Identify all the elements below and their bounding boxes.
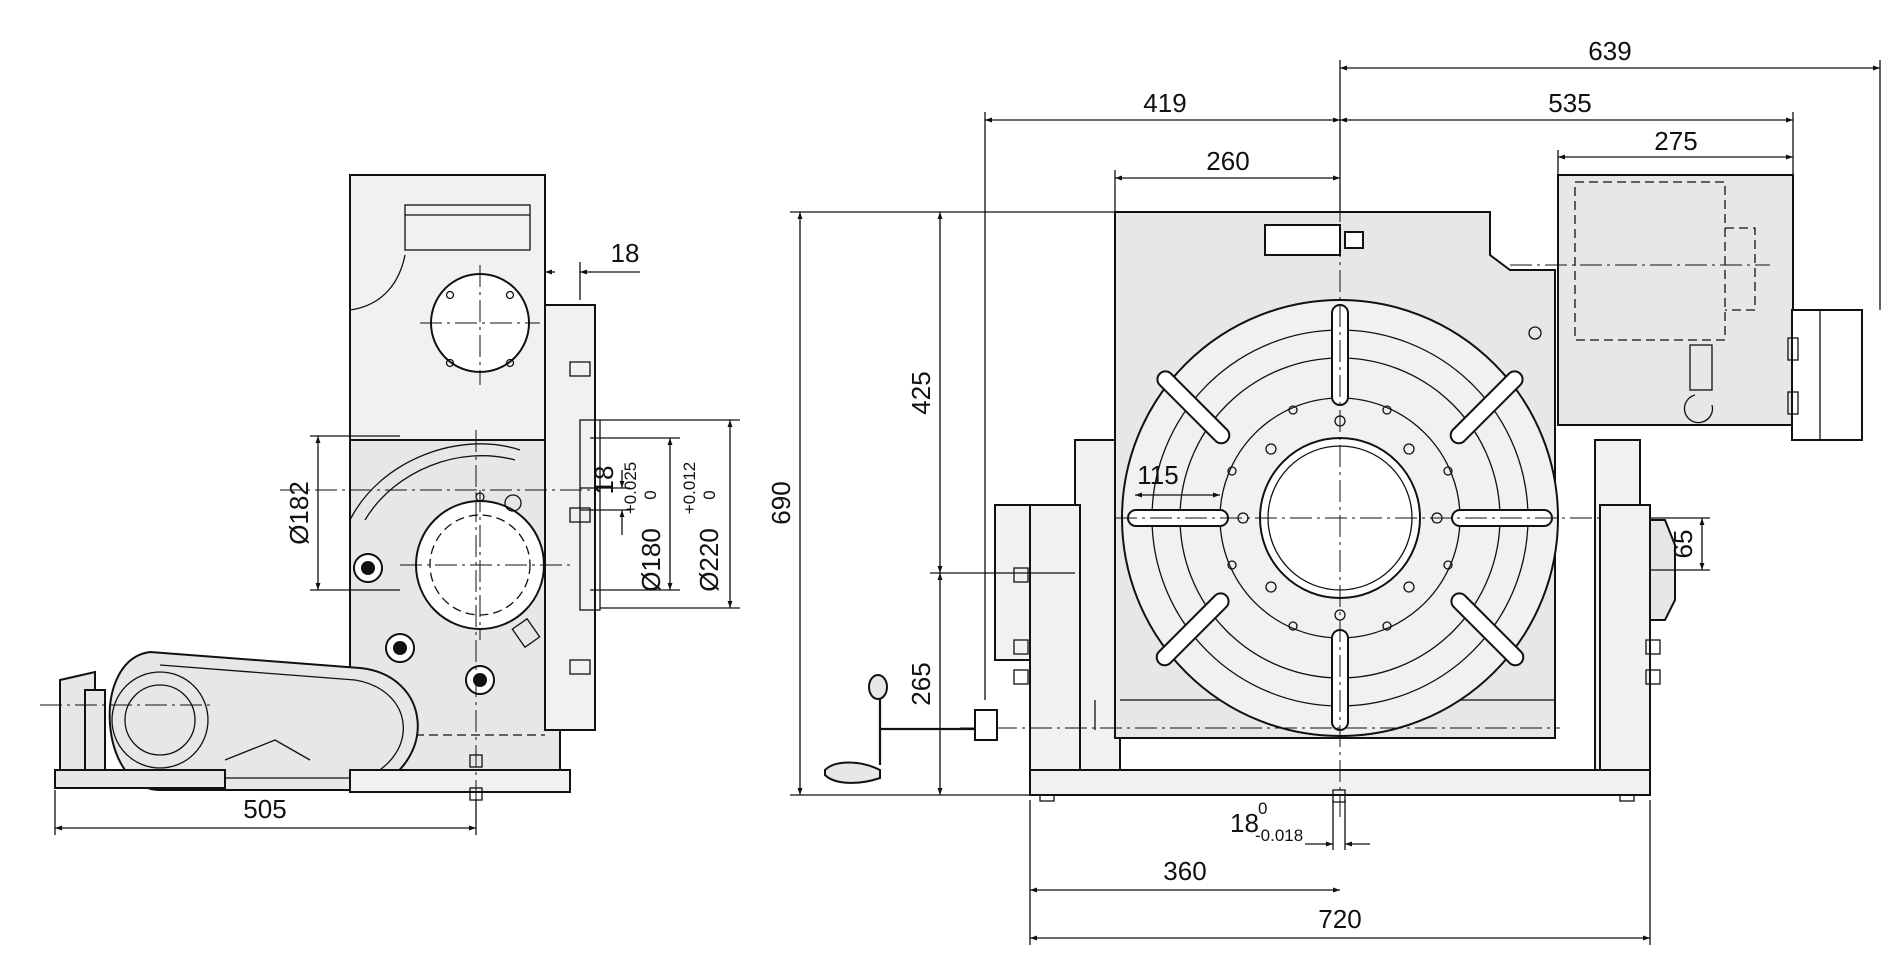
dim-260: 260 (1206, 146, 1249, 176)
dim-425: 425 (906, 371, 936, 414)
dim-dia-220: Ø220 (694, 528, 724, 592)
dim-275: 275 (1654, 126, 1697, 156)
dim-18-depth: 18 (589, 466, 619, 495)
side-view: 505 18 Ø182 18 Ø180 +0.025 0 Ø220 +0.012… (40, 174, 740, 835)
dim-505: 505 (243, 794, 286, 824)
front-motor-housing (1557, 174, 1794, 426)
front-motor-end-cap (1791, 309, 1863, 441)
dim-265: 265 (906, 662, 936, 705)
dim-dia-180-tol-upper: +0.025 (621, 462, 640, 514)
dim-690: 690 (766, 481, 796, 524)
dim-65: 65 (1668, 530, 1698, 559)
dim-key-18-tol-lower: -0.018 (1255, 826, 1303, 845)
dim-115: 115 (1137, 460, 1178, 490)
dim-key-18-tol-upper: 0 (1258, 799, 1267, 818)
dim-419: 419 (1143, 88, 1186, 118)
side-motor-base (54, 769, 226, 789)
front-view: 639 419 535 260 275 690 425 265 115 65 1 (766, 36, 1881, 945)
dim-dia-180: Ø180 (636, 528, 666, 592)
dim-639: 639 (1588, 36, 1631, 66)
rear-cover-disk (430, 273, 530, 373)
dim-18-slot: 18 (611, 238, 640, 268)
dim-key-18: 18 (1230, 808, 1259, 838)
dim-dia-180-tol-lower: 0 (641, 490, 660, 499)
dim-dia-220-tol-lower: 0 (700, 490, 719, 499)
dim-360: 360 (1163, 856, 1206, 886)
dim-720: 720 (1318, 904, 1361, 934)
dim-dia-182: Ø182 (284, 481, 314, 545)
dim-dia-220-tol-upper: +0.012 (680, 462, 699, 514)
dim-535: 535 (1548, 88, 1591, 118)
